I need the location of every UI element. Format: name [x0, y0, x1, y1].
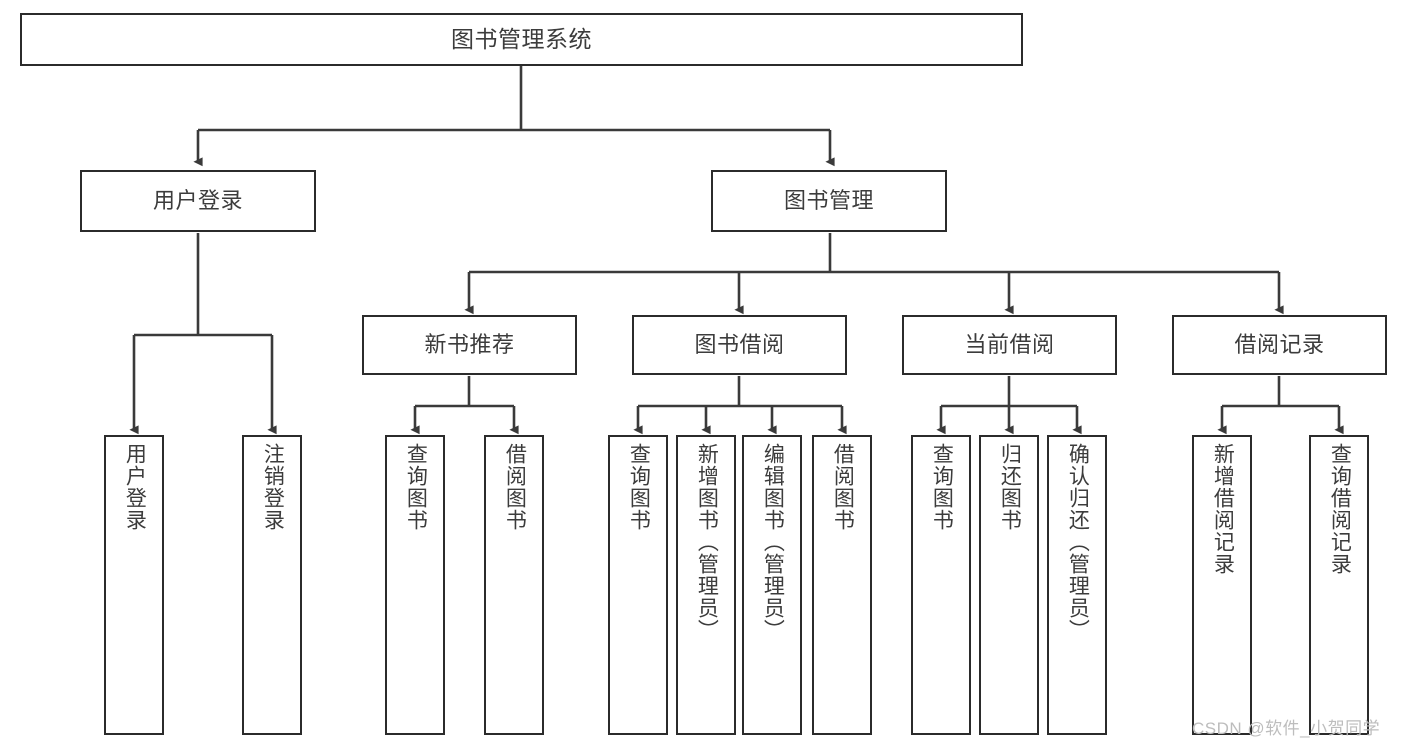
connector-group-current-borrow	[936, 376, 1082, 435]
node-book-borrow-label: 图书借阅	[694, 331, 785, 357]
connector-group-new-book	[410, 376, 519, 435]
node-user-login-label: 用户登录	[152, 187, 243, 213]
node-book-management[interactable]: 图书管理	[711, 170, 947, 232]
connector-group-borrow-record	[1217, 376, 1344, 435]
node-leaf-newbook-borrow-book[interactable]: 借阅图书	[484, 435, 544, 735]
node-leaf-edit-book-admin-label: 编辑图书（管理员）	[761, 443, 785, 641]
node-book-management-label: 图书管理	[783, 187, 874, 213]
connector-group-root	[193, 66, 835, 167]
node-user-login[interactable]: 用户登录	[80, 170, 316, 232]
node-current-borrow[interactable]: 当前借阅	[902, 315, 1117, 375]
connector-group-book-manage	[464, 233, 1284, 315]
node-leaf-borrow-query-book-label: 查询图书	[627, 443, 651, 531]
node-leaf-current-query-book-label: 查询图书	[930, 443, 954, 531]
node-leaf-return-book-label: 归还图书	[998, 443, 1022, 531]
node-book-borrow[interactable]: 图书借阅	[632, 315, 847, 375]
node-leaf-edit-book-admin[interactable]: 编辑图书（管理员）	[742, 435, 802, 735]
connector-group-user-login	[129, 233, 277, 435]
node-leaf-add-book-admin-label: 新增图书（管理员）	[695, 443, 719, 641]
node-leaf-logout[interactable]: 注销登录	[242, 435, 302, 735]
csdn-watermark: CSDN @软件_小贺同学	[1192, 719, 1381, 738]
node-leaf-query-borrow-record-label: 查询借阅记录	[1328, 443, 1352, 575]
connector-group-book-borrow	[633, 376, 847, 435]
node-leaf-borrow-book[interactable]: 借阅图书	[812, 435, 872, 735]
node-leaf-user-login-label: 用户登录	[123, 443, 147, 531]
node-borrow-record-label: 借阅记录	[1234, 331, 1325, 357]
node-leaf-borrow-book-label: 借阅图书	[831, 443, 855, 531]
node-new-book-recommend-label: 新书推荐	[424, 331, 515, 357]
node-leaf-newbook-query-book[interactable]: 查询图书	[385, 435, 445, 735]
node-leaf-add-book-admin[interactable]: 新增图书（管理员）	[676, 435, 736, 735]
node-leaf-current-query-book[interactable]: 查询图书	[911, 435, 971, 735]
node-root-system-label: 图书管理系统	[451, 26, 592, 53]
node-leaf-newbook-borrow-book-label: 借阅图书	[503, 443, 527, 531]
node-leaf-logout-label: 注销登录	[261, 443, 285, 531]
node-leaf-borrow-query-book[interactable]: 查询图书	[608, 435, 668, 735]
node-leaf-return-book[interactable]: 归还图书	[979, 435, 1039, 735]
node-leaf-confirm-return-admin-label: 确认归还（管理员）	[1066, 443, 1090, 641]
node-root-system[interactable]: 图书管理系统	[20, 13, 1023, 66]
node-leaf-add-borrow-record-label: 新增借阅记录	[1211, 443, 1235, 575]
node-current-borrow-label: 当前借阅	[964, 331, 1055, 357]
node-leaf-user-login[interactable]: 用户登录	[104, 435, 164, 735]
node-leaf-add-borrow-record[interactable]: 新增借阅记录	[1192, 435, 1252, 735]
node-leaf-query-borrow-record[interactable]: 查询借阅记录	[1309, 435, 1369, 735]
node-leaf-newbook-query-book-label: 查询图书	[404, 443, 428, 531]
node-borrow-record[interactable]: 借阅记录	[1172, 315, 1387, 375]
node-new-book-recommend[interactable]: 新书推荐	[362, 315, 577, 375]
node-leaf-confirm-return-admin[interactable]: 确认归还（管理员）	[1047, 435, 1107, 735]
